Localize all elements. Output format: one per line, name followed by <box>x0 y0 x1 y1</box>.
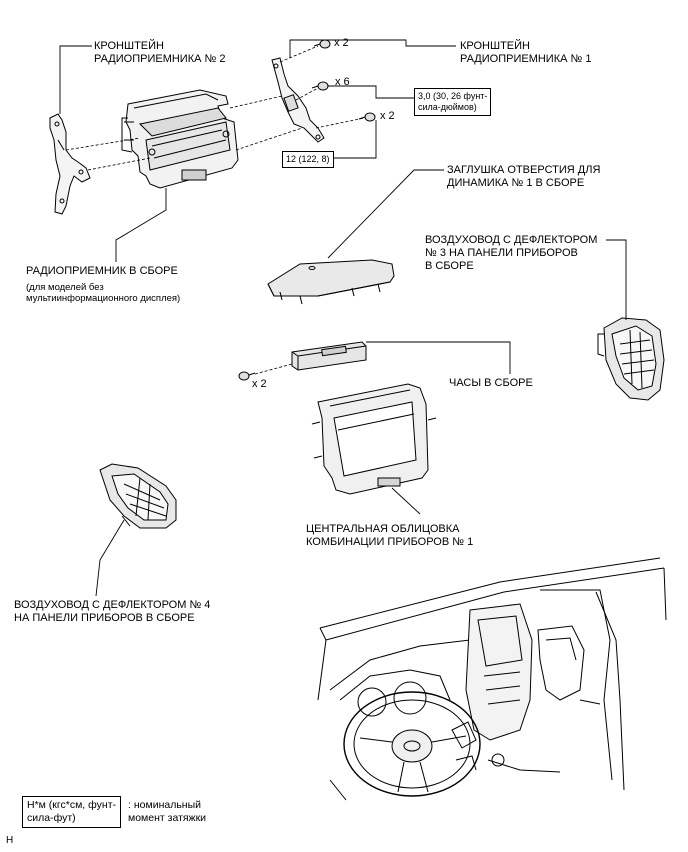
screw-lower <box>358 112 376 122</box>
legend-meaning: : номинальный момент затяжки <box>128 799 207 824</box>
label-radio-note: (для моделей без мультиинформационного д… <box>26 282 181 304</box>
label-center-panel: ЦЕНТРАЛЬНАЯ ОБЛИЦОВКА КОМБИНАЦИИ ПРИБОРО… <box>306 523 474 548</box>
qty-clock-screw: x 2 <box>252 378 267 390</box>
vent-3-assembly <box>597 317 665 401</box>
radio-bracket-2 <box>49 113 91 215</box>
vent-4-assembly <box>99 463 177 529</box>
center-cluster-panel <box>311 383 437 495</box>
torque-box-1: 3,0 (30, 26 фунт- сила-дюймов) <box>414 88 492 116</box>
qty-top-screw: x 2 <box>334 37 349 49</box>
radio-bracket-1 <box>271 57 325 143</box>
corner-letter: H <box>6 835 14 846</box>
qty-mid-screw: x 6 <box>335 76 350 88</box>
torque-box-2: 12 (122, 8) <box>282 151 334 168</box>
label-bracket-2: КРОНШТЕЙН РАДИОПРИЕМНИКА № 2 <box>94 40 226 65</box>
legend-separator: : <box>128 799 131 811</box>
clock-assembly <box>291 341 367 371</box>
assembly-dashed-lines <box>65 45 365 375</box>
screw-mid <box>311 81 329 91</box>
screw-clock <box>238 371 256 381</box>
legend-units-box: Н*м (кгс*см, фунт- сила-фут) <box>22 796 122 828</box>
label-radio: РАДИОПРИЕМНИК В СБОРЕ <box>26 265 178 277</box>
radio-receiver-assembly <box>121 89 239 189</box>
screw-top <box>313 39 331 49</box>
speaker-hole-cover <box>267 259 395 305</box>
label-vent-3: ВОЗДУХОВОД С ДЕФЛЕКТОРОМ № 3 НА ПАНЕЛИ П… <box>425 234 598 272</box>
label-clock: ЧАСЫ В СБОРЕ <box>449 377 533 389</box>
label-bracket-1: КРОНШТЕЙН РАДИОПРИЕМНИКА № 1 <box>460 40 592 65</box>
qty-lower-screw: x 2 <box>380 110 395 122</box>
legend-meaning-line-1: номинальный <box>133 799 202 811</box>
label-vent-4: ВОЗДУХОВОД С ДЕФЛЕКТОРОМ № 4 НА ПАНЕЛИ П… <box>14 599 211 624</box>
dashboard-view <box>317 557 667 801</box>
label-speaker-cover: ЗАГЛУШКА ОТВЕРСТИЯ ДЛЯ ДИНАМИКА № 1 В СБ… <box>447 164 601 189</box>
